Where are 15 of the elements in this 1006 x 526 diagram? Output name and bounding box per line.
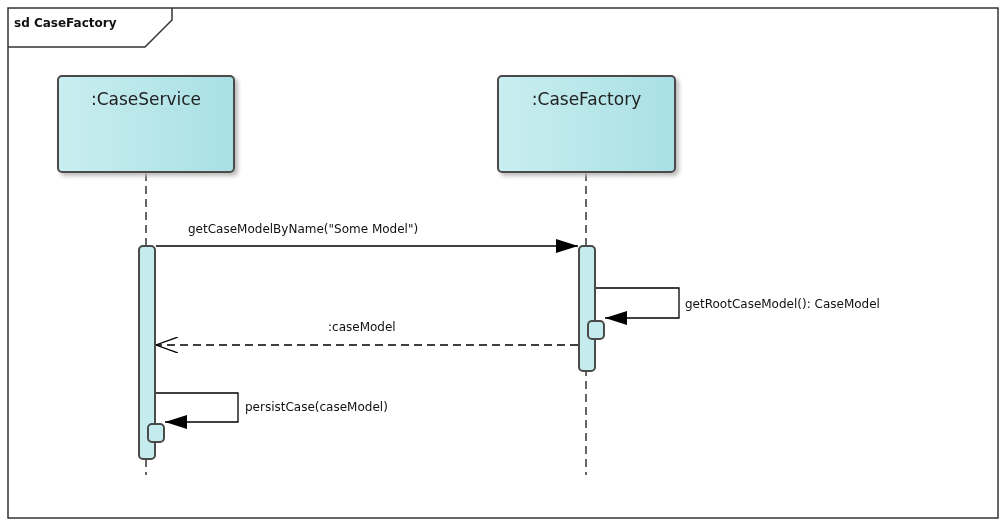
message-label: persistCase(caseModel) [245,400,388,414]
message-label: getCaseModelByName("Some Model") [188,222,419,236]
message-arrow [155,392,239,429]
message-arrow [595,287,680,325]
activation-bar [138,245,156,460]
activation-bar [578,245,596,372]
message-label: getRootCaseModel(): CaseModel [685,297,880,311]
frame-title: sd CaseFactory [14,16,117,30]
activation-bar [147,423,165,443]
lifeline-head-box: :CaseService [57,75,235,173]
activation-bar [587,320,605,340]
return-message-arrow [155,336,579,354]
lifeline-head-box: :CaseFactory [497,75,676,173]
message-label: :caseModel [328,320,396,334]
message-arrow [155,239,579,253]
